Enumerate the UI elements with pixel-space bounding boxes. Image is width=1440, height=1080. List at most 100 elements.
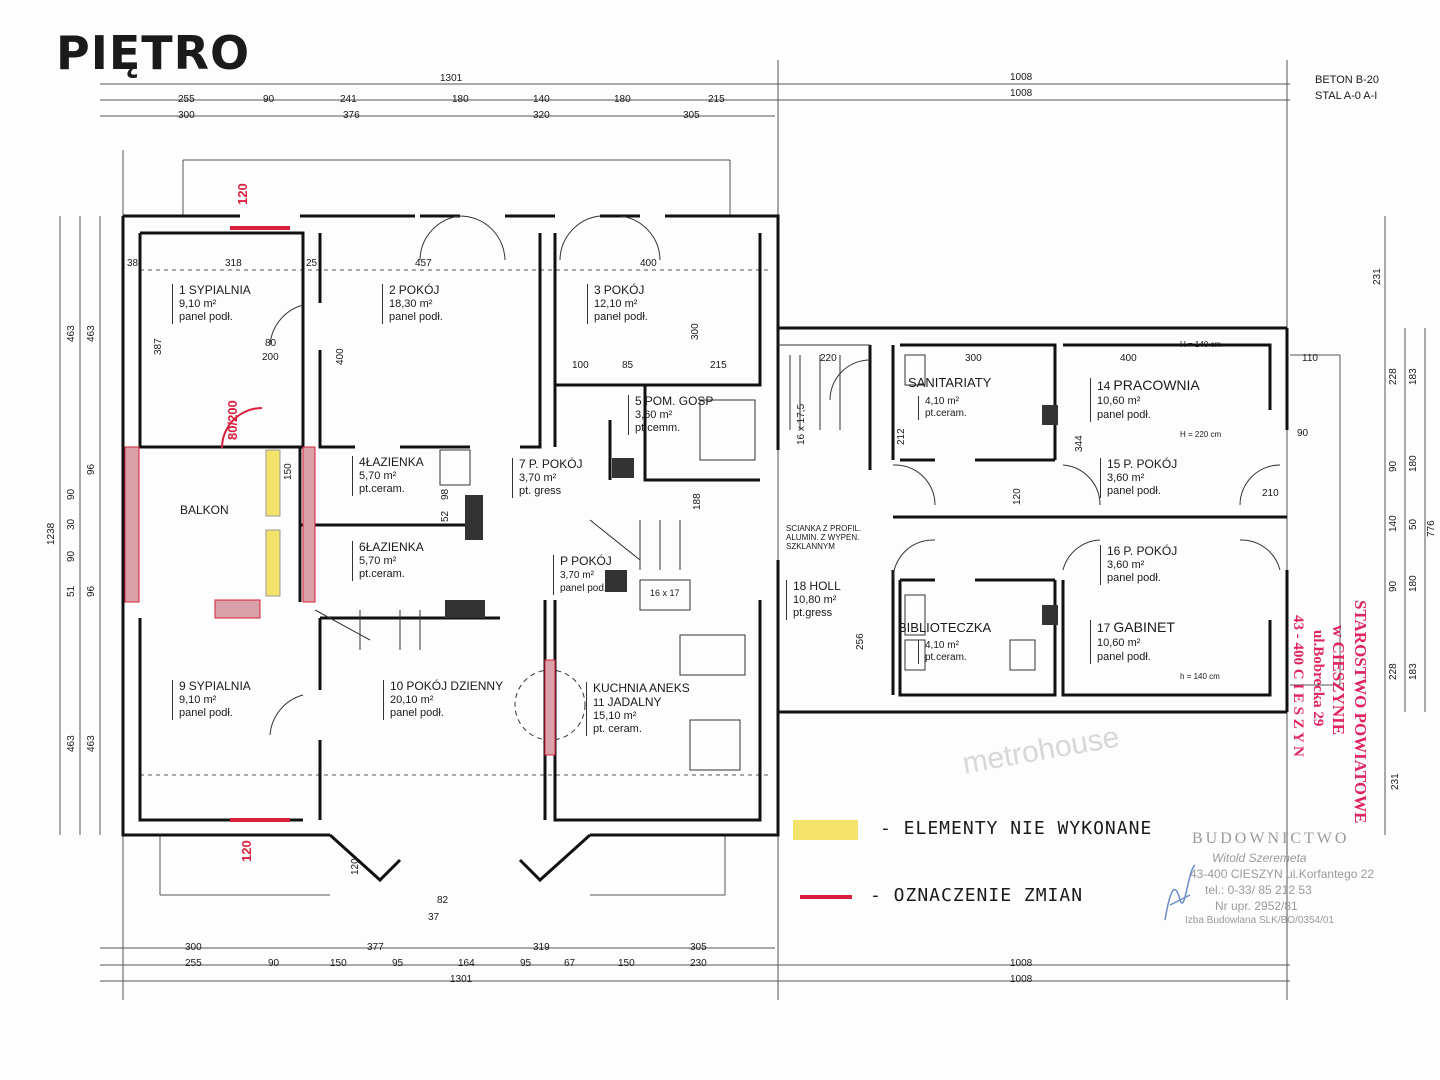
dim: 300 xyxy=(185,942,202,953)
dim: 67 xyxy=(564,958,576,969)
dim: 180 xyxy=(614,94,631,105)
dim: 90 xyxy=(66,550,77,562)
stairs-note: 16 x 17 xyxy=(650,588,680,598)
dim: 38 xyxy=(127,258,139,269)
dim: 90 xyxy=(1297,428,1309,439)
dim: 776 xyxy=(1426,520,1437,537)
signature-icon xyxy=(1164,864,1196,921)
dim: 463 xyxy=(86,735,97,752)
dim: 1008 xyxy=(1010,974,1033,985)
dim: 25 xyxy=(306,258,318,269)
dim: 180 xyxy=(452,94,469,105)
dim: 300 xyxy=(690,323,701,340)
dim: 400 xyxy=(335,348,346,365)
dim: 344 xyxy=(1074,435,1085,452)
stamp-line: Izba Budowlana SLK/BO/0354/01 xyxy=(1185,915,1334,926)
dim: 90 xyxy=(66,488,77,500)
dim: 120 xyxy=(1012,488,1023,505)
dim: 110 xyxy=(1302,353,1318,364)
chimneys xyxy=(445,405,1058,625)
dim: 150 xyxy=(330,958,347,969)
dim: 183 xyxy=(1408,663,1419,680)
red-change-mark: 80/200 xyxy=(225,400,240,440)
dim: 230 xyxy=(690,958,707,969)
dim: 1008 xyxy=(1010,72,1033,83)
dim: 463 xyxy=(66,735,77,752)
dim: 52 xyxy=(440,510,451,522)
spec-steel: STAL A-0 A-I xyxy=(1315,90,1378,102)
room-balkon: BALKON xyxy=(180,503,229,517)
dim: 180 xyxy=(1408,575,1419,592)
dim: 37 xyxy=(428,912,440,923)
dim: 300 xyxy=(178,110,195,121)
dim: 319 xyxy=(533,942,550,953)
dim: 180 xyxy=(1408,455,1419,472)
stamp-starostwo-line2: w CIESZYNIE xyxy=(1329,625,1348,736)
dim: 457 xyxy=(415,258,432,269)
dim: 320 xyxy=(533,110,550,121)
stairs-note: 16 x 17,5 xyxy=(796,403,807,445)
changed-elements xyxy=(124,226,556,822)
dim: 215 xyxy=(710,360,727,371)
stamp-starostwo-line4: 43 - 400 C I E S Z Y N xyxy=(1290,615,1306,757)
stamp-line: 43-400 CIESZYN ul.Korfantego 22 xyxy=(1190,867,1375,881)
dim: 220 xyxy=(820,353,837,364)
dim: 231 xyxy=(1372,268,1383,285)
dim: 463 xyxy=(66,325,77,342)
stamp-line: BUDOWNICTWO xyxy=(1192,830,1350,847)
dim: 215 xyxy=(708,94,725,105)
room-sanitariaty: SANITARIATY xyxy=(908,375,992,390)
dim: 82 xyxy=(437,895,449,906)
dim: 120 xyxy=(350,858,361,875)
page-title: PIĘTRO xyxy=(56,26,251,80)
fixtures xyxy=(439,354,1036,771)
dim: 305 xyxy=(690,942,707,953)
window-height-note: H = 220 cm xyxy=(1180,430,1222,439)
dim: 212 xyxy=(896,428,907,445)
legend-not-done: - ELEMENTY NIE WYKONANE xyxy=(880,818,1153,839)
dim: 90 xyxy=(268,958,280,969)
dim: 1301 xyxy=(450,974,473,985)
dim: 150 xyxy=(283,463,294,480)
dim: 463 xyxy=(86,325,97,342)
dim: 400 xyxy=(1120,353,1137,364)
dim: 30 xyxy=(66,518,77,530)
legend-yellow-swatch xyxy=(793,820,858,840)
dim: 1238 xyxy=(46,522,57,545)
dim: 228 xyxy=(1388,663,1399,680)
dim: 164 xyxy=(458,958,475,969)
dim: 98 xyxy=(440,488,451,500)
dim: 50 xyxy=(1408,518,1419,530)
dim: 200 xyxy=(262,352,279,363)
dim: 231 xyxy=(1390,773,1401,790)
dim: 150 xyxy=(618,958,635,969)
window-height-note: H = 140 cm xyxy=(1180,340,1222,349)
dim: 376 xyxy=(343,110,360,121)
dim: 255 xyxy=(178,94,195,105)
partition-note: SCIANKA Z PROFIL.ALUMIN. Z WYPEN.SZKLANN… xyxy=(786,524,862,551)
dim: 183 xyxy=(1408,368,1419,385)
dim: 305 xyxy=(683,110,700,121)
dim: 85 xyxy=(622,360,634,371)
dim: 90 xyxy=(1388,580,1399,592)
dim: 228 xyxy=(1388,368,1399,385)
room-biblioteczka: BIBLIOTECZKA xyxy=(898,620,992,635)
dimension-lines xyxy=(59,60,1426,1000)
stamp-starostwo-line3: ul.Bobrecka 29 xyxy=(1310,630,1326,727)
